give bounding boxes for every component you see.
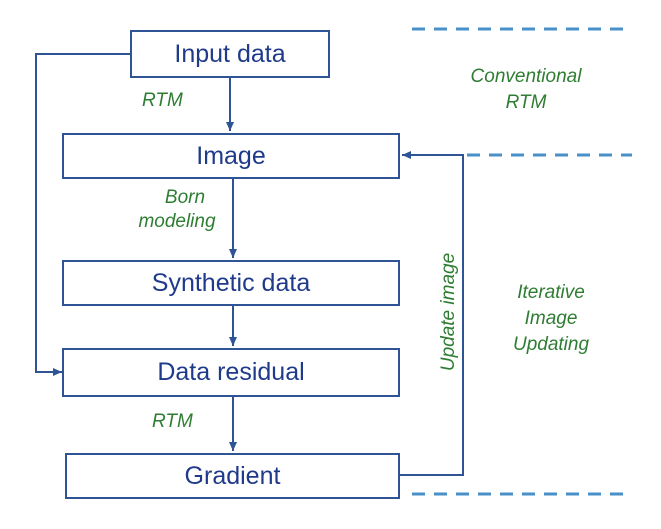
update-image-label: Update image [438, 252, 459, 372]
born-modeling-label: Born modeling [124, 186, 230, 234]
iterative-label-line1: Iterative [517, 282, 585, 303]
image-box: Image [62, 133, 400, 179]
iterative-image-updating-label: Iterative Image Updating [476, 280, 626, 358]
input-data-box: Input data [130, 30, 330, 78]
born-label-line1: Born [164, 187, 206, 208]
iterative-label-line2: Image [524, 308, 578, 329]
rtm-label-top: RTM [142, 90, 183, 111]
synthetic-data-box: Synthetic data [62, 260, 400, 306]
gradient-box: Gradient [65, 453, 400, 499]
iterative-label-line3: Updating [512, 334, 590, 355]
conventional-label-line1: Conventional [470, 66, 582, 87]
born-label-line2: modeling [138, 211, 216, 232]
arrow-input-to-residual-bypass [35, 53, 130, 376]
arrow-gradient-to-image-feedback [400, 151, 464, 476]
rtm-label-bottom: RTM [152, 411, 193, 432]
data-residual-box: Data residual [62, 348, 400, 397]
conventional-label-line2: RTM [505, 92, 547, 113]
conventional-rtm-label: Conventional RTM [436, 64, 616, 116]
